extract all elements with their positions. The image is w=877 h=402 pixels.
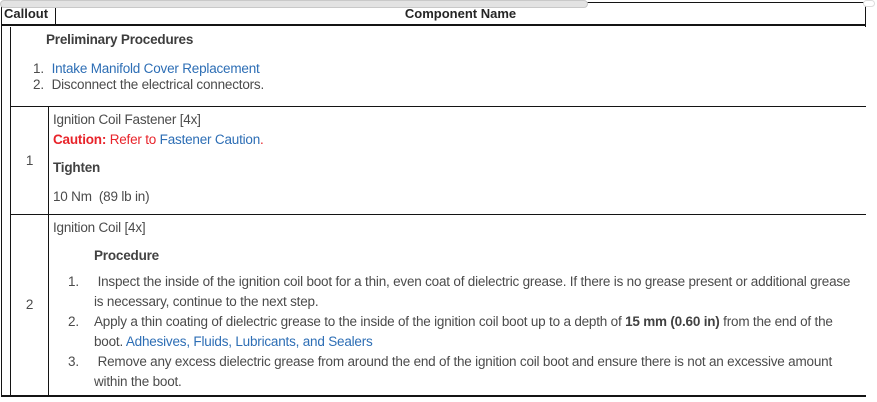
- horizontal-scrollbar-track-end: [863, 0, 875, 7]
- caution-note: Caution: Refer to Fastener Caution.: [53, 130, 856, 150]
- caution-suffix-text: .: [260, 132, 264, 147]
- component-name-column-header: Component Name: [56, 3, 865, 24]
- procedure-step-text: Remove any excess dielectric grease from…: [94, 354, 832, 389]
- caution-label: Caution:: [53, 132, 107, 147]
- callout-header-label: Callout: [4, 6, 49, 21]
- preliminary-step: Intake Manifold Cover Replacement: [48, 61, 856, 77]
- preliminary-procedures-row: Preliminary Procedures Intake Manifold C…: [11, 27, 866, 107]
- procedure-step-text: Inspect the inside of the ignition coil …: [94, 274, 851, 309]
- table-body: Preliminary Procedures Intake Manifold C…: [10, 27, 866, 395]
- component-cell: Ignition Coil [4x] Procedure Inspect the…: [49, 215, 866, 395]
- procedure-step-text: from the end of the boot.: [94, 314, 833, 349]
- component-name-text: Ignition Coil [4x]: [53, 220, 146, 235]
- callout-column-header: Callout: [2, 3, 56, 24]
- procedure-step: Remove any excess dielectric grease from…: [94, 352, 856, 392]
- procedure-step: Apply a thin coating of dielectric greas…: [94, 312, 856, 352]
- tighten-label: Tighten: [53, 160, 101, 175]
- preliminary-procedures-title: Preliminary Procedures: [46, 32, 194, 47]
- procedure-label: Procedure: [94, 248, 159, 263]
- horizontal-scrollbar-thumb[interactable]: [0, 0, 588, 8]
- table-row-callout-2: 2 Ignition Coil [4x] Procedure Inspect t…: [11, 215, 866, 395]
- component-name-text: Ignition Coil Fastener [4x]: [53, 112, 201, 127]
- table-header-row: Callout Component Name: [2, 3, 865, 26]
- depth-value-bold: 15 mm (0.60 in): [625, 314, 720, 329]
- component-name-header-label: Component Name: [404, 6, 517, 21]
- callout-number: 1: [25, 152, 34, 168]
- caution-prefix-text: Refer to: [106, 132, 160, 147]
- callout-cell: 1: [11, 107, 49, 214]
- procedure-steps-list: Inspect the inside of the ignition coil …: [53, 272, 856, 392]
- preliminary-step: Disconnect the electrical connectors.: [48, 77, 856, 93]
- torque-value: 10 Nm (89 lb in): [53, 189, 150, 204]
- preliminary-steps-list: Intake Manifold Cover Replacement Discon…: [46, 61, 856, 93]
- fastener-caution-link[interactable]: Fastener Caution: [159, 132, 261, 147]
- preliminary-step-text: Disconnect the electrical connectors.: [51, 77, 265, 92]
- callout-cell: 2: [11, 215, 49, 395]
- table-row-callout-1: 1 Ignition Coil Fastener [4x] Caution: R…: [11, 107, 866, 215]
- adhesives-fluids-lubricants-sealers-link[interactable]: Adhesives, Fluids, Lubricants, and Seale…: [125, 334, 373, 349]
- component-cell: Ignition Coil Fastener [4x] Caution: Ref…: [49, 107, 866, 214]
- procedure-step-text: Apply a thin coating of dielectric greas…: [94, 314, 626, 329]
- procedure-step: Inspect the inside of the ignition coil …: [94, 272, 856, 312]
- intake-manifold-cover-replacement-link[interactable]: Intake Manifold Cover Replacement: [51, 61, 260, 76]
- callout-number: 2: [25, 297, 34, 312]
- preliminary-procedures-cell: Preliminary Procedures Intake Manifold C…: [11, 27, 866, 106]
